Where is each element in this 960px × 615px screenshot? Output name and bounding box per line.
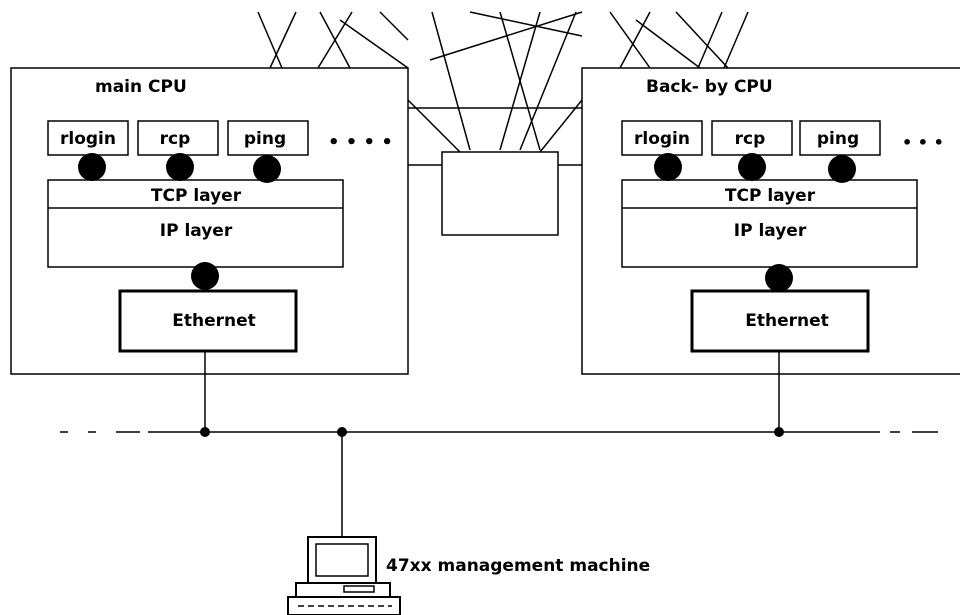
main-tcp-layer-label: TCP layer: [151, 186, 242, 206]
backup-port-rlogin: [654, 153, 682, 181]
backup-app-label-rcp: rcp: [735, 129, 766, 149]
main-app-label-ping: ping: [244, 129, 286, 149]
main-app-ellipsis: • • • •: [328, 132, 393, 153]
computer-icon: [287, 536, 401, 615]
main-ethernet-label: Ethernet: [172, 311, 256, 331]
main-port-rlogin: [78, 153, 106, 181]
backup-app-box-ping: [799, 120, 881, 156]
backup-cpu-title: Back- by CPU: [646, 77, 773, 97]
backup-port-ip: [765, 264, 793, 292]
backup-ip-layer-label: IP layer: [734, 221, 807, 241]
main-port-ip: [191, 262, 219, 290]
backup-app-label-rlogin: rlogin: [634, 129, 690, 149]
main-port-ping: [253, 155, 281, 183]
main-ethernet-box: [118, 289, 298, 353]
backup-app-ellipsis: • • •: [902, 133, 944, 152]
main-port-rcp: [166, 153, 194, 181]
bus-junction-backup: [774, 427, 784, 437]
management-machine-label: 47xx management machine: [386, 556, 650, 576]
backup-ethernet-label: Ethernet: [745, 311, 829, 331]
main-app-label-rlogin: rlogin: [60, 129, 116, 149]
backup-cpu: Back- by CPU rlogin rcp ping • • • TCP l…: [581, 67, 960, 375]
main-app-label-rcp: rcp: [160, 129, 191, 149]
backup-stack-box: [621, 179, 918, 268]
backup-tcp-layer-label: TCP layer: [725, 186, 816, 206]
main-app-box-ping: [227, 120, 309, 156]
main-ip-layer-label: IP layer: [160, 221, 233, 241]
backup-ethernet-box: [690, 289, 870, 353]
cross-connect-lines: [257, 11, 749, 166]
main-cpu-title: main CPU: [95, 77, 187, 97]
backup-app-box-rlogin: [621, 120, 703, 156]
main-app-box-rcp: [137, 120, 219, 156]
backup-app-label-ping: ping: [817, 129, 859, 149]
main-cpu: main CPU rlogin rcp ping • • • • TCP lay…: [10, 67, 409, 375]
backup-port-ping: [828, 155, 856, 183]
main-app-box-rlogin: [47, 120, 129, 156]
backup-port-rcp: [738, 153, 766, 181]
main-stack-box: [47, 179, 344, 268]
bus-junction-main: [200, 427, 210, 437]
central-switch-box: [441, 151, 559, 236]
backup-app-box-rcp: [711, 120, 793, 156]
